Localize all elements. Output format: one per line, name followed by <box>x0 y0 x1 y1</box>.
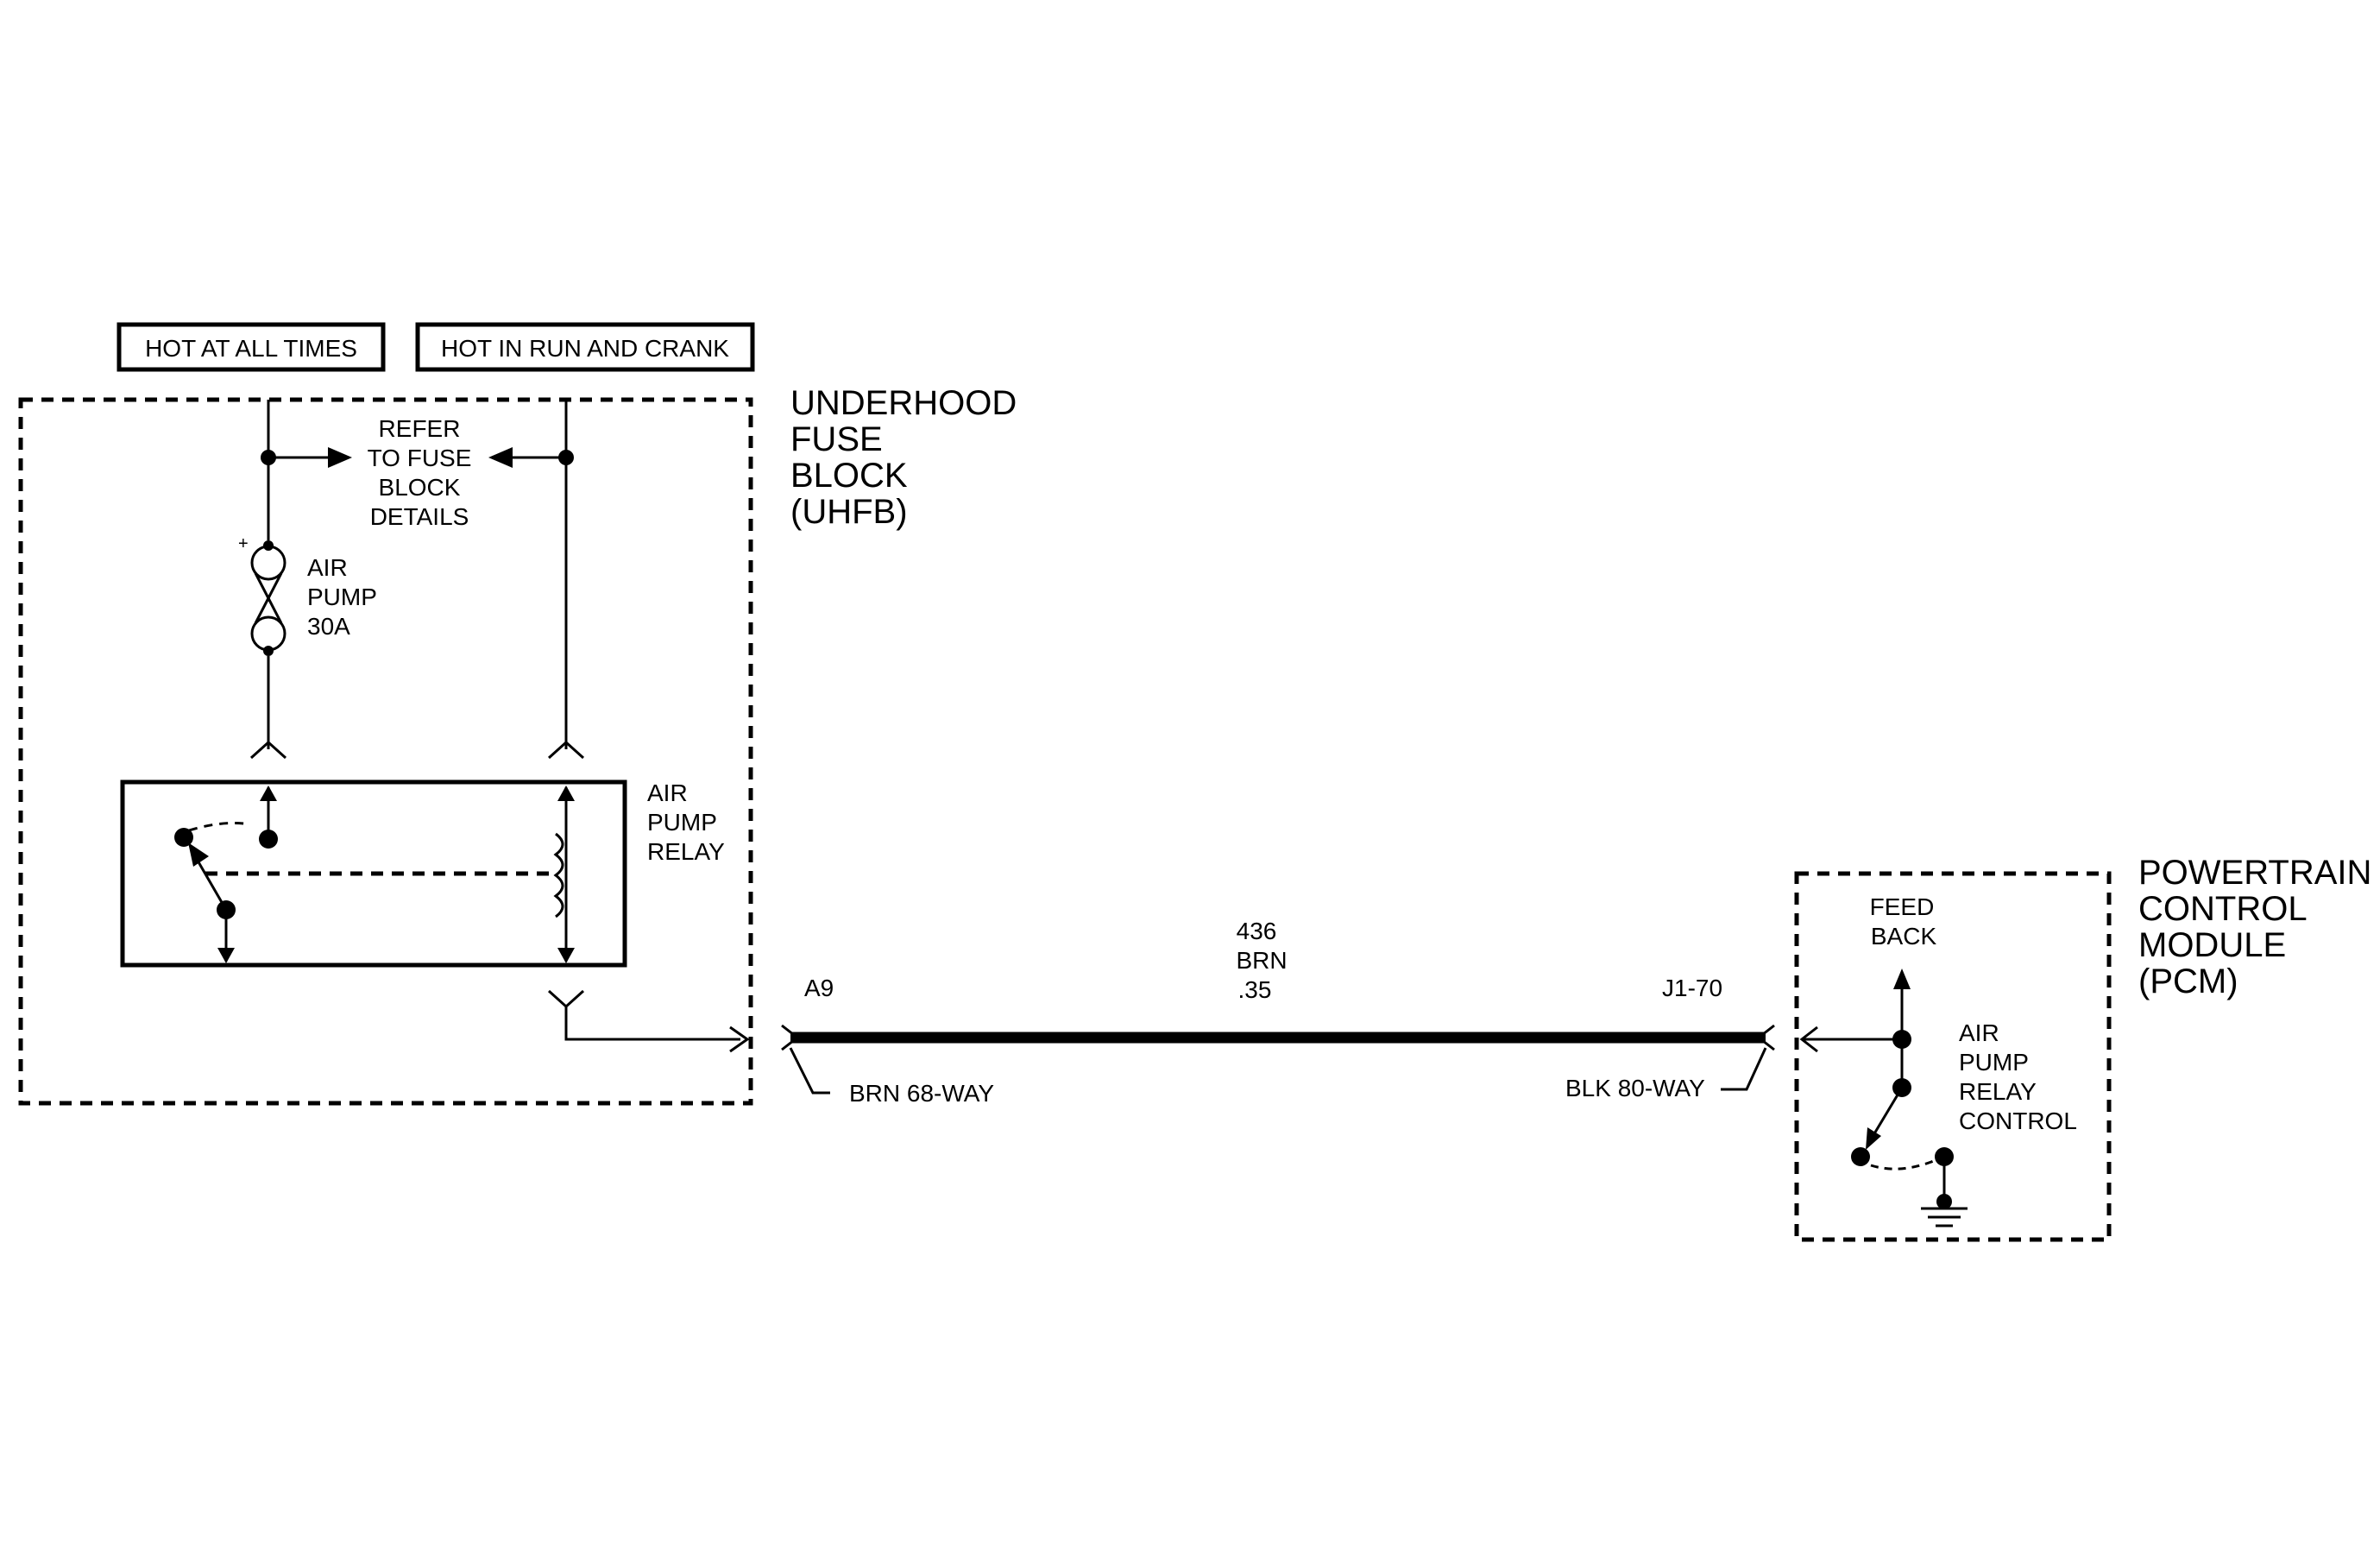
connector-pin-j1-70: J1-70 <box>1662 975 1722 1001</box>
pcm-driver-switch-icon <box>1851 1030 1954 1209</box>
svg-text:REFER: REFER <box>379 415 461 442</box>
svg-text:BRN: BRN <box>1236 947 1287 974</box>
fuse-icon <box>250 540 286 656</box>
connector-arrow-icon <box>729 1025 750 1053</box>
fuse-label: AIR PUMP 30A <box>307 554 377 640</box>
pcm-boundary <box>1794 871 2112 1242</box>
svg-text:FEED: FEED <box>1870 893 1935 920</box>
hot-at-all-times-label: HOT AT ALL TIMES <box>116 322 386 372</box>
terminal-icon <box>547 740 585 760</box>
ground-icon <box>1921 1207 1968 1227</box>
svg-text:.35: .35 <box>1238 976 1272 1003</box>
connector-pin-a9: A9 <box>804 975 834 1001</box>
svg-text:HOT AT ALL TIMES: HOT AT ALL TIMES <box>145 335 357 362</box>
svg-text:PUMP: PUMP <box>647 809 717 836</box>
svg-text:FUSE: FUSE <box>790 420 883 458</box>
svg-text:CONTROL: CONTROL <box>2138 890 2308 928</box>
air-pump-relay-label: AIR PUMP RELAY <box>647 779 725 865</box>
svg-text:AIR: AIR <box>647 779 688 806</box>
svg-text:BLOCK: BLOCK <box>790 457 908 495</box>
svg-text:AIR: AIR <box>1959 1019 1999 1046</box>
feedback-arrow-icon <box>1893 969 1911 989</box>
connector-desc-right: BLK 80-WAY <box>1565 1075 1705 1101</box>
hot-in-run-and-crank-label: HOT IN RUN AND CRANK <box>415 322 755 372</box>
connector-end-left-icon <box>781 1024 800 1051</box>
pcm-name: POWERTRAIN CONTROL MODULE (PCM) <box>2138 854 2371 1000</box>
svg-text:30A: 30A <box>307 613 350 640</box>
refer-arrow-right-icon <box>328 447 352 468</box>
air-pump-relay-control-label: AIR PUMP RELAY CONTROL <box>1959 1019 2077 1134</box>
svg-text:(UHFB): (UHFB) <box>790 493 908 531</box>
svg-text:436: 436 <box>1237 918 1277 944</box>
relay-output-wire <box>564 1007 740 1041</box>
connector-desc-left: BRN 68-WAY <box>849 1080 994 1107</box>
connector-end-right-icon <box>1756 1024 1775 1051</box>
fuse-block-boundary <box>18 397 753 1106</box>
fuse-block-name: UNDERHOOD FUSE BLOCK (UHFB) <box>790 384 1017 531</box>
svg-text:CONTROL: CONTROL <box>1959 1107 2077 1134</box>
feedback-label: FEED BACK <box>1870 893 1937 950</box>
svg-text:MODULE: MODULE <box>2138 926 2286 964</box>
terminal-icon <box>249 740 287 760</box>
connector-leader-left <box>789 1047 830 1095</box>
svg-text:RELAY: RELAY <box>1959 1078 2037 1105</box>
relay-switch-icon <box>174 786 278 963</box>
svg-text:BLOCK: BLOCK <box>379 474 461 501</box>
svg-text:UNDERHOOD: UNDERHOOD <box>790 384 1017 422</box>
svg-text:(PCM): (PCM) <box>2138 962 2238 1000</box>
svg-text:HOT IN RUN AND CRANK: HOT IN RUN AND CRANK <box>441 335 729 362</box>
svg-text:POWERTRAIN: POWERTRAIN <box>2138 854 2371 892</box>
svg-text:BACK: BACK <box>1871 923 1937 950</box>
relay-coil-icon <box>553 786 575 963</box>
refer-arrow-left-icon <box>488 447 513 468</box>
fuse-polarity: + <box>238 534 249 553</box>
wire-label: 436 BRN .35 <box>1236 918 1287 1003</box>
svg-text:AIR: AIR <box>307 554 348 581</box>
refer-to-fuse-block-details: REFER TO FUSE BLOCK DETAILS <box>368 415 472 530</box>
svg-text:TO FUSE: TO FUSE <box>368 445 472 471</box>
svg-text:RELAY: RELAY <box>647 838 725 865</box>
svg-text:PUMP: PUMP <box>1959 1049 2029 1076</box>
air-pump-relay-box <box>120 779 627 968</box>
terminal-icon <box>547 989 585 1009</box>
svg-text:DETAILS: DETAILS <box>370 503 469 530</box>
svg-text:PUMP: PUMP <box>307 584 377 610</box>
connector-leader-right <box>1721 1047 1767 1091</box>
